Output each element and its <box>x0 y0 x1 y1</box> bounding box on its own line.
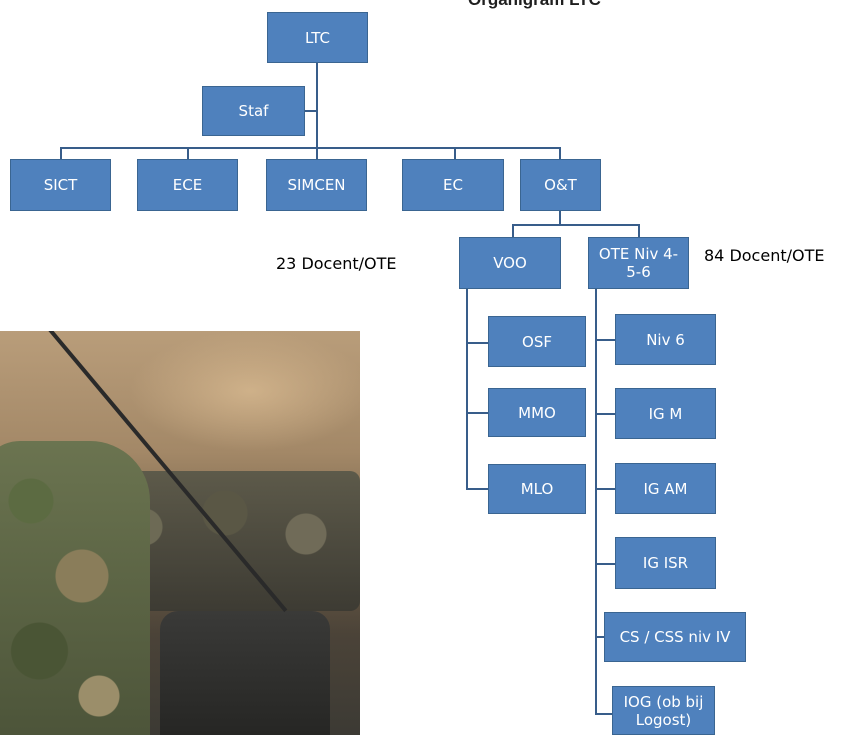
node-ltc: LTC <box>267 12 368 63</box>
connector <box>60 147 62 159</box>
ote-docent-count: 84 Docent/OTE <box>704 246 825 265</box>
node-mlo: MLO <box>488 464 586 514</box>
soldier-figure <box>0 441 150 735</box>
connector <box>305 110 317 112</box>
connector <box>595 413 615 415</box>
connector <box>595 339 615 341</box>
connector <box>595 563 615 565</box>
vehicle-seat <box>160 611 330 735</box>
diagram-title: Organigram LTC <box>468 0 668 14</box>
connector <box>512 224 640 226</box>
connector <box>559 147 561 159</box>
connector <box>559 211 561 225</box>
node-cs: CS / CSS niv IV <box>604 612 746 662</box>
connector <box>316 62 318 148</box>
node-igisr: IG ISR <box>615 537 716 589</box>
connector <box>187 147 189 159</box>
node-igm: IG M <box>615 388 716 439</box>
node-mmo: MMO <box>488 388 586 437</box>
connector <box>595 289 597 715</box>
node-ote: OTE Niv 4- 5-6 <box>588 237 689 289</box>
connector <box>60 147 560 149</box>
node-ece: ECE <box>137 159 238 211</box>
node-ec: EC <box>402 159 504 211</box>
connector <box>466 289 468 489</box>
node-iog: IOG (ob bij Logost) <box>612 686 715 735</box>
node-niv6: Niv 6 <box>615 314 716 365</box>
node-simcen: SIMCEN <box>266 159 367 211</box>
node-igam: IG AM <box>615 463 716 514</box>
connector <box>466 342 488 344</box>
node-ot: O&T <box>520 159 601 211</box>
voo-docent-count: 23 Docent/OTE <box>276 254 397 273</box>
connector <box>638 224 640 237</box>
connector <box>316 147 318 159</box>
connector <box>454 147 456 159</box>
node-osf: OSF <box>488 316 586 367</box>
connector <box>466 488 488 490</box>
connector <box>466 412 488 414</box>
connector <box>595 488 615 490</box>
node-voo: VOO <box>459 237 561 289</box>
node-staf: Staf <box>202 86 305 136</box>
node-sict: SICT <box>10 159 111 211</box>
connector <box>595 713 615 715</box>
connector <box>512 224 514 237</box>
soldier-photo <box>0 331 360 735</box>
